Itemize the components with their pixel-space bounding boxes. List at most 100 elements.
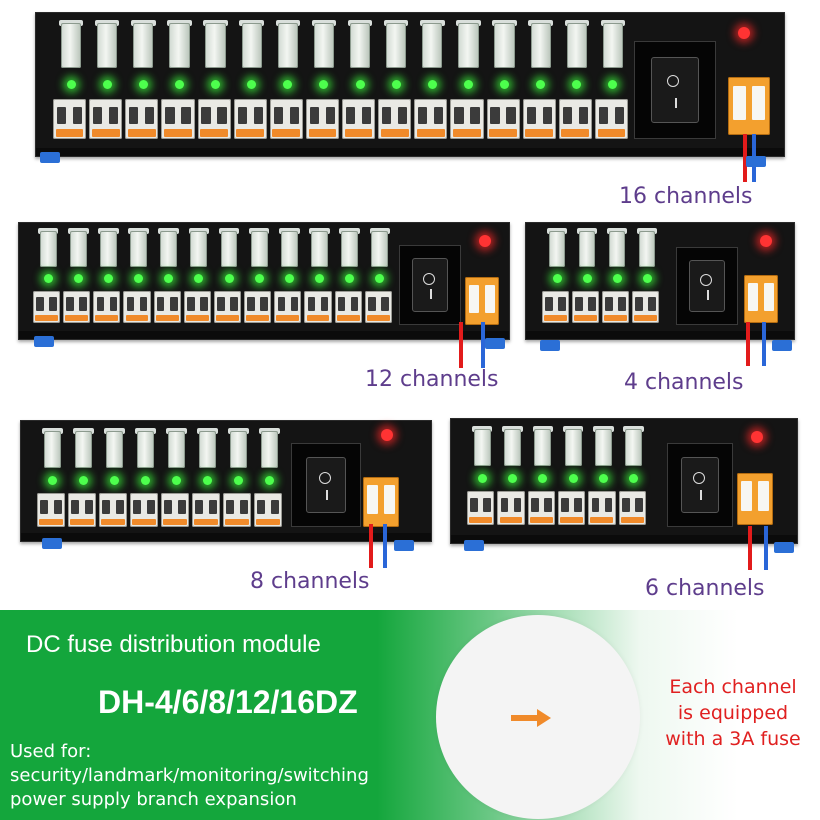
rocker <box>412 258 448 312</box>
rocker-switch[interactable] <box>676 247 738 325</box>
channel-terminal <box>197 99 231 139</box>
channel-led <box>110 475 119 485</box>
arrow-right-icon <box>511 709 551 727</box>
channel-led <box>43 274 53 284</box>
fuse-row <box>53 20 631 101</box>
channel-led <box>572 79 582 89</box>
power-led <box>479 235 491 247</box>
module-label: 8 channels <box>250 569 370 594</box>
module-4-channel <box>525 222 795 340</box>
din-rail <box>36 148 784 156</box>
din-rail <box>451 535 797 543</box>
fuse-holder <box>234 20 270 101</box>
red-wire <box>369 524 373 568</box>
channel-terminal <box>161 493 189 527</box>
channel-terminal <box>213 291 242 323</box>
channel-led <box>598 473 608 483</box>
channel-terminal <box>334 291 362 323</box>
terminal-row <box>33 291 395 323</box>
channel-terminal <box>497 491 525 525</box>
channel-terminal <box>414 99 448 139</box>
channel-terminal <box>123 291 151 323</box>
rocker-switch[interactable] <box>291 443 361 527</box>
green-background <box>0 610 820 820</box>
power-input-terminal <box>465 277 499 325</box>
channel-terminal <box>183 291 211 323</box>
channel-terminal <box>274 291 302 323</box>
mount-clip <box>772 340 792 351</box>
channel-terminal <box>233 99 267 139</box>
fuse-holder <box>306 20 342 101</box>
channel-terminal <box>572 291 599 323</box>
channel-terminal <box>522 99 556 139</box>
fuse-holder <box>63 228 93 293</box>
channel-led <box>477 473 487 483</box>
channel-terminal <box>450 99 484 139</box>
rocker <box>305 457 347 513</box>
fuse-holder <box>223 428 254 495</box>
mount-clip <box>485 338 505 349</box>
fuse-holder <box>559 20 595 101</box>
module-12-channel <box>18 222 510 340</box>
fuse-holder <box>528 426 558 493</box>
channel-terminal <box>632 291 659 323</box>
note-line: is equipped <box>677 702 789 724</box>
blue-wire <box>764 526 768 570</box>
channel-terminal <box>254 493 282 527</box>
channel-led <box>138 79 148 89</box>
rocker-switch[interactable] <box>399 245 461 325</box>
mount-clip <box>34 336 54 347</box>
channel-led <box>164 274 174 284</box>
fuse-row <box>542 228 662 293</box>
channel-terminal <box>192 493 220 527</box>
channel-terminal <box>305 99 339 139</box>
note-line: Each channel <box>669 676 797 698</box>
channel-led <box>608 79 618 89</box>
power-input-terminal <box>728 77 770 135</box>
channel-led <box>254 274 264 284</box>
channel-terminal <box>63 291 91 323</box>
channel-led <box>536 79 546 89</box>
channel-terminal <box>618 491 646 525</box>
fuse-note: Each channel is equipped with a 3A fuse <box>648 674 818 752</box>
channel-terminal <box>33 291 61 323</box>
channel-led <box>582 274 592 284</box>
channel-terminal <box>527 491 555 525</box>
fuse-holder <box>123 228 153 293</box>
channel-terminal <box>378 99 412 139</box>
product-title: DC fuse distribution module <box>26 631 321 658</box>
rocker-switch[interactable] <box>667 443 733 527</box>
channel-terminal <box>37 493 65 527</box>
fuse-holder <box>53 20 89 101</box>
fuse-holder <box>335 228 365 293</box>
channel-led <box>538 473 548 483</box>
module-label: 4 channels <box>624 370 744 395</box>
fuse-holder <box>254 428 285 495</box>
channel-led <box>79 475 88 485</box>
fuse-holder <box>602 228 632 293</box>
fuse-holder <box>214 228 244 293</box>
rocker-switch[interactable] <box>634 41 716 139</box>
usage-line: Used for: <box>10 741 92 762</box>
module-6-channel <box>450 418 798 544</box>
fuse-holder <box>588 426 618 493</box>
channel-terminal <box>161 99 195 139</box>
power-input-terminal <box>737 473 773 525</box>
fuse-holder <box>89 20 125 101</box>
channel-led <box>247 79 257 89</box>
channel-led <box>500 79 510 89</box>
channel-terminal <box>93 291 121 323</box>
fuse-holder <box>558 426 588 493</box>
channel-terminal <box>594 99 628 139</box>
rocker <box>689 260 725 312</box>
fuse-holder <box>154 228 184 293</box>
usage-description: Used for: security/landmark/monitoring/s… <box>10 740 369 812</box>
channel-led <box>568 473 578 483</box>
fuse-holder <box>450 20 486 101</box>
blue-wire <box>481 322 485 368</box>
mount-clip <box>540 340 560 351</box>
module-label: 12 channels <box>365 367 499 392</box>
channel-terminal <box>602 291 629 323</box>
channel-led <box>552 274 562 284</box>
channel-terminal <box>542 291 569 323</box>
